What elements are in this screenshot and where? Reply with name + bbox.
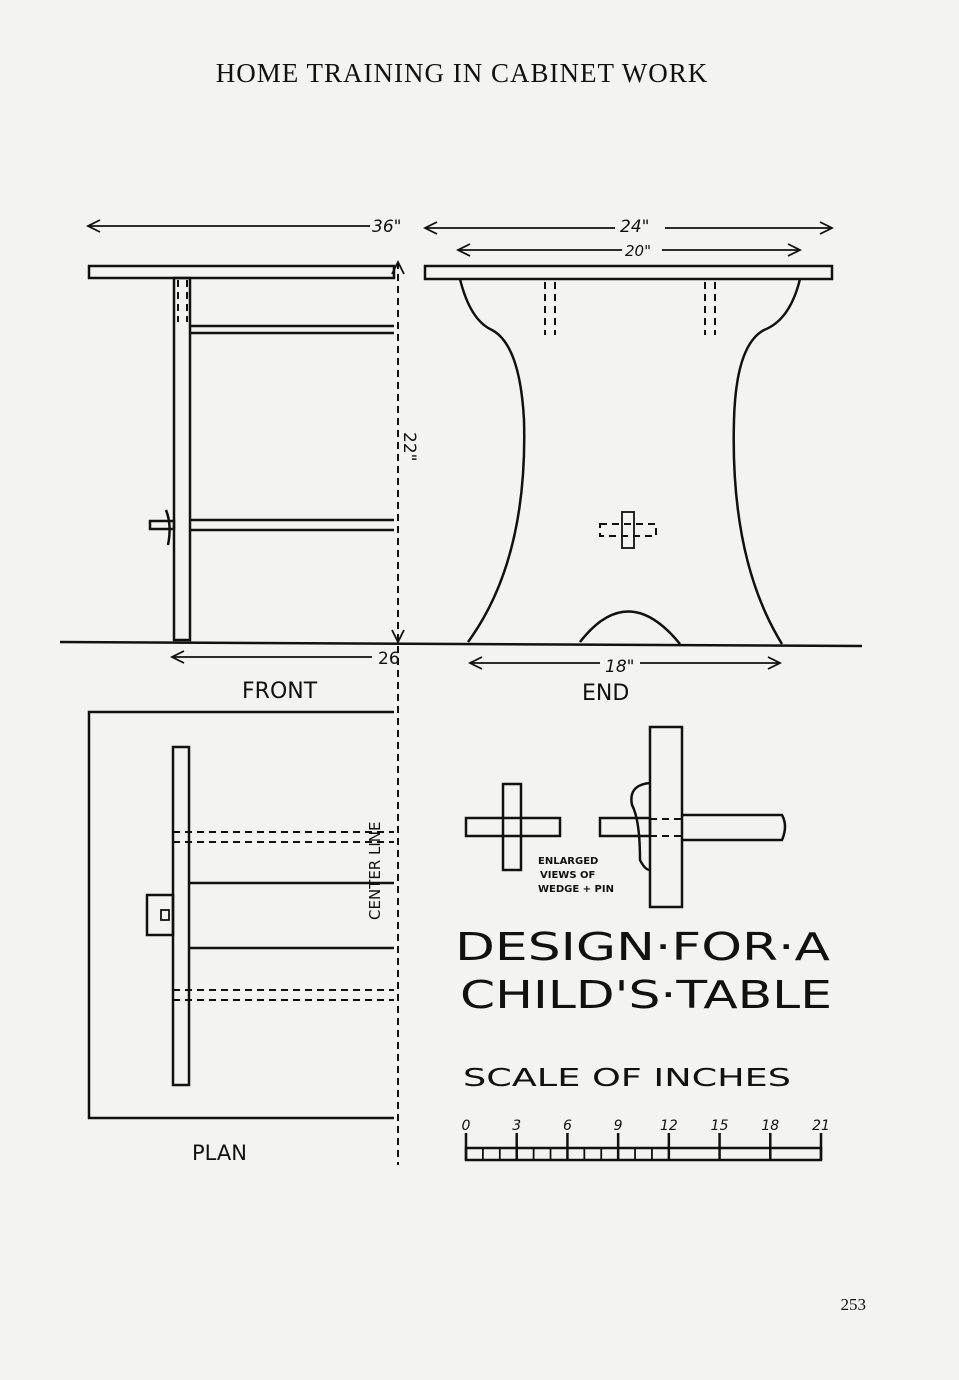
front-label: FRONT (242, 679, 318, 704)
scale-tick-label: 21 (812, 1118, 830, 1134)
svg-text:36": 36" (372, 217, 401, 237)
scale-tick-label: 6 (563, 1118, 572, 1134)
page-number: 253 (841, 1295, 867, 1314)
dimension-24: 24" (422, 217, 835, 237)
front-view (87, 264, 396, 642)
end-view (423, 264, 834, 645)
plan-label: PLAN (192, 1141, 247, 1165)
scale-tick-label: 3 (512, 1118, 521, 1134)
scale-tick-label: 18 (761, 1118, 779, 1134)
end-label: END (582, 681, 629, 706)
dimension-20: 20" (455, 242, 803, 260)
scale-bar: 0 3 6 9 12 15 18 21 (462, 1118, 830, 1162)
title-line-2: CHILD'S·TABLE (460, 973, 832, 1017)
dimension-18: 18" (467, 656, 783, 677)
scale-label: SCALE OF INCHES (463, 1063, 791, 1092)
title-line-1: DESIGN·FOR·A (455, 925, 830, 969)
svg-text:ENLARGED VIEWS OF: ENLARGED VIEWS OF WEDGE + PIN (538, 856, 614, 895)
floor-line (59, 640, 863, 648)
scale-tick-label: 12 (660, 1118, 678, 1134)
dimension-26: 26 (169, 649, 400, 669)
svg-text:24": 24" (620, 217, 649, 237)
svg-text:22": 22" (399, 432, 419, 461)
scale-tick-label: 15 (711, 1118, 729, 1134)
center-line: 22" (391, 259, 419, 1165)
svg-text:18": 18" (605, 657, 634, 677)
wedge-pin-detail: ENLARGED VIEWS OF WEDGE + PIN (464, 725, 787, 909)
scale-tick-label: 0 (462, 1118, 471, 1134)
dimension-36: 36" (85, 217, 401, 237)
running-header: HOME TRAINING IN CABINET WORK (216, 58, 708, 88)
svg-text:20": 20" (625, 242, 651, 260)
plan-view: CENTER LINE (87, 710, 394, 1120)
svg-text:26: 26 (378, 649, 400, 669)
center-line-label: CENTER LINE (366, 822, 384, 920)
scale-tick-label: 9 (614, 1118, 623, 1134)
